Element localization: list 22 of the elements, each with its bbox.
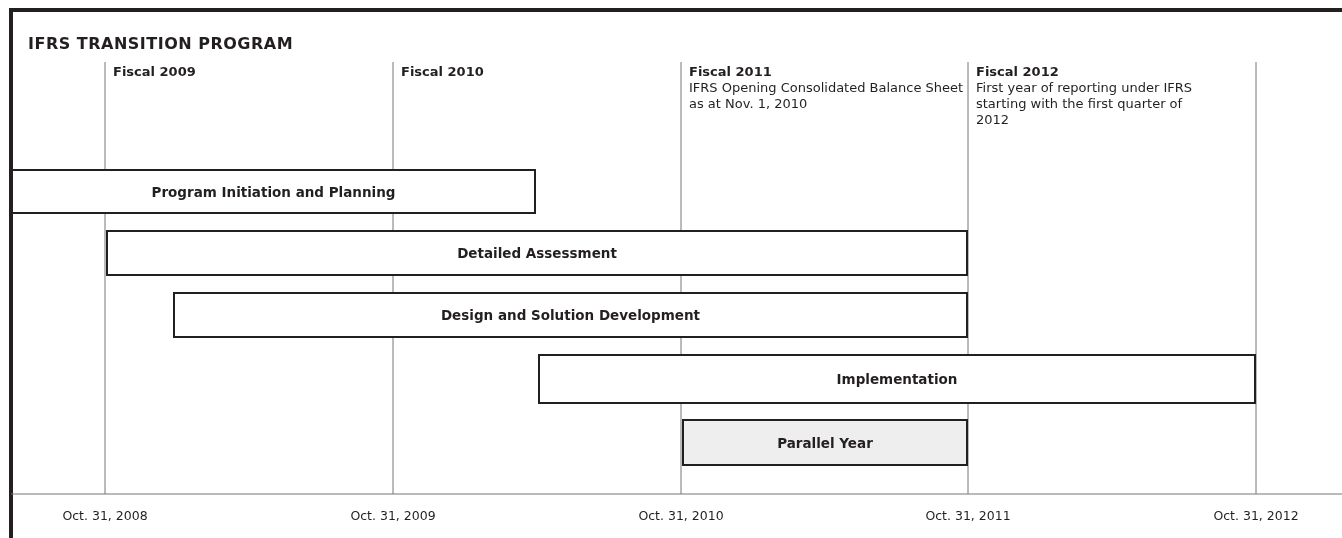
title: IFRS TRANSITION PROGRAM: [28, 36, 294, 52]
date-label: Oct. 31, 2010: [638, 508, 724, 524]
bar-label: Design and Solution Development: [440, 307, 701, 323]
fiscal-year-heading: Fiscal 2009: [113, 64, 196, 80]
date-label: Oct. 31, 2012: [1213, 508, 1299, 524]
fiscal-year-heading: Fiscal 2011: [689, 64, 772, 80]
bar-label: Detailed Assessment: [457, 245, 617, 261]
timeline-bar: [106, 230, 968, 276]
date-label: Oct. 31, 2008: [62, 508, 148, 524]
bar-label: Parallel Year: [777, 434, 873, 451]
timeline-bar: [173, 292, 968, 338]
milestone-note: First year of reporting under IFRS starting with the first quarter of 2012: [976, 80, 1194, 128]
bar-label: Program Initiation and Planning: [151, 183, 396, 200]
timeline-bar: [682, 419, 968, 466]
timeline-bar: [538, 354, 1256, 404]
fiscal-year-heading: Fiscal 2010: [401, 64, 484, 80]
timeline-bar: [11, 169, 536, 214]
bar-label: Implementation: [836, 371, 958, 387]
date-label: Oct. 31, 2011: [925, 508, 1011, 524]
milestone-note: IFRS Opening Consolidated Balance Sheet as at Nov. 1, 2010: [689, 80, 964, 112]
fiscal-year-heading: Fiscal 2012: [976, 64, 1059, 80]
date-label: Oct. 31, 2009: [350, 508, 436, 524]
